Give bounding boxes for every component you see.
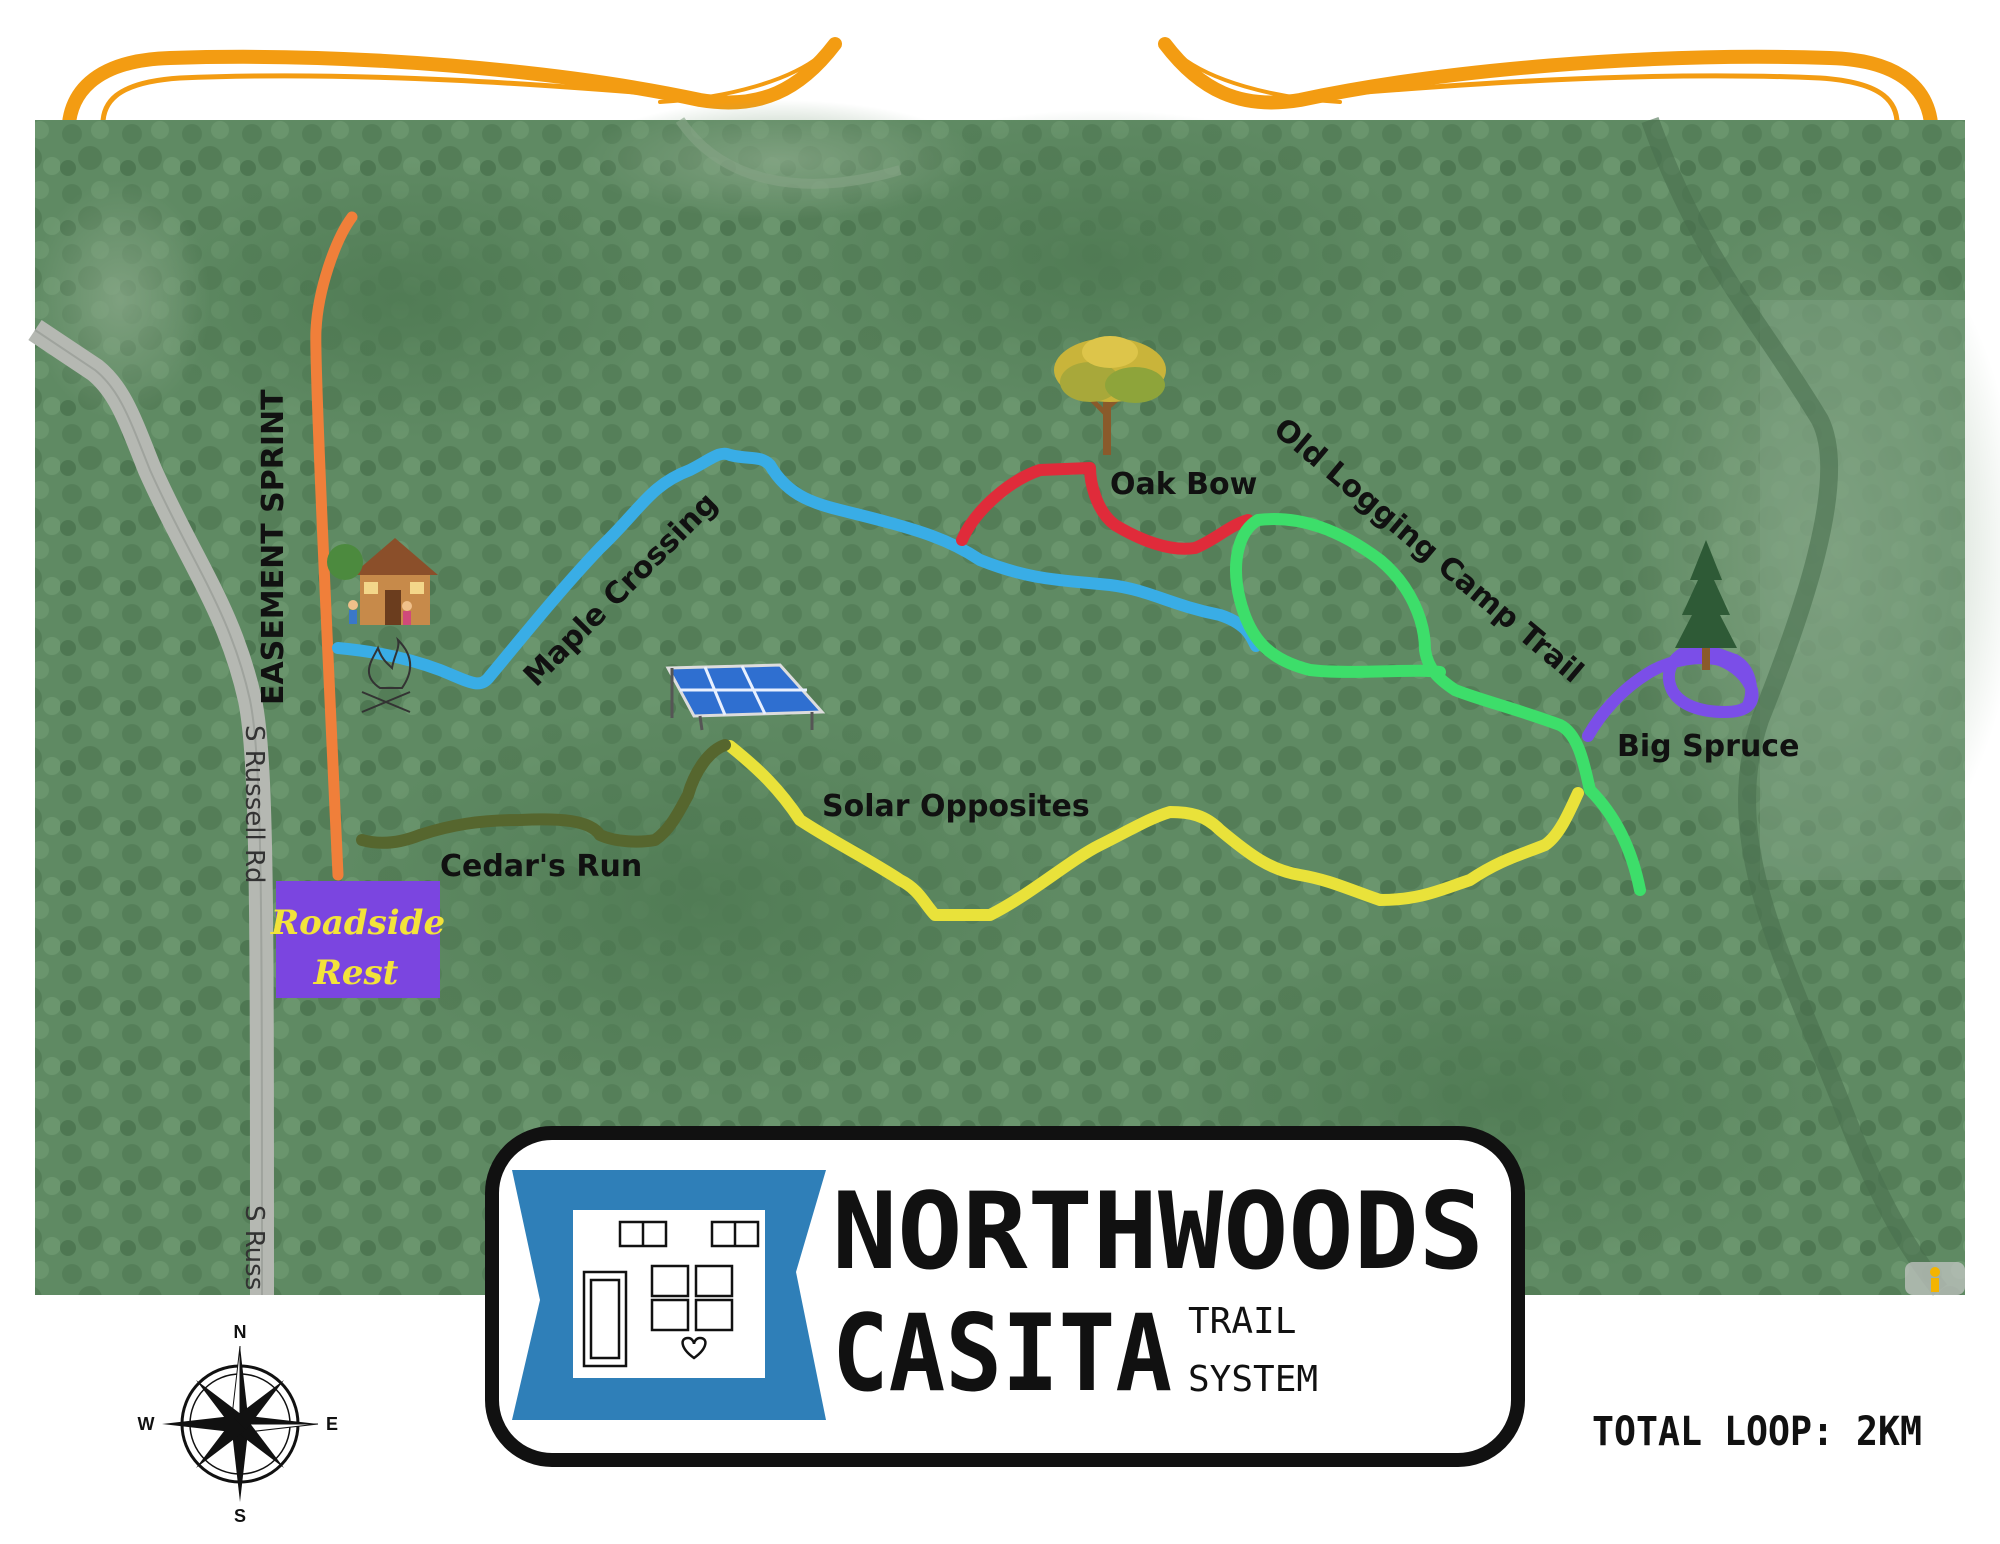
- frame-swirl-right: [1158, 37, 1939, 157]
- road-label-upper: S Russell Rd: [239, 725, 269, 884]
- spruce-tree-icon: [1675, 540, 1737, 670]
- roadside-rest-line2: Rest: [313, 953, 399, 993]
- label-solar-opposites: Solar Opposites: [822, 789, 1090, 824]
- oak-tree-icon: [1054, 336, 1166, 455]
- trail-maple-crossing[interactable]: [332, 447, 1262, 690]
- pegman-icon[interactable]: [1905, 1262, 1965, 1295]
- title-badge: NORTHWOODS CASITA TRAIL SYSTEM: [485, 1126, 1525, 1467]
- label-easement-sprint: EASEMENT SPRINT: [256, 389, 291, 705]
- roadside-rest-marker[interactable]: Roadside Rest: [270, 881, 445, 998]
- solar-panel-icon: [665, 663, 826, 731]
- label-big-spruce: Big Spruce: [1617, 729, 1799, 764]
- road-label-lower: S Russ: [239, 1205, 269, 1290]
- trail-big-spruce[interactable]: [1582, 643, 1759, 742]
- satellite-map: [30, 100, 2000, 1296]
- title-sub1: TRAIL: [1188, 1301, 1296, 1342]
- trail-easement-sprint[interactable]: [310, 211, 358, 881]
- campfire-icon: [361, 636, 412, 713]
- road: S Russell Rd S Russ: [28, 320, 274, 1296]
- cabin-icon: [327, 538, 438, 625]
- compass-w: W: [138, 1414, 155, 1434]
- label-oak-bow: Oak Bow: [1110, 467, 1257, 502]
- trail-oak-bow[interactable]: [956, 462, 1254, 555]
- compass-s: S: [234, 1506, 246, 1526]
- trail-solar-opposites[interactable]: [724, 740, 1584, 921]
- compass-rose-icon: N S W E: [138, 1322, 339, 1526]
- total-loop-label: TOTAL LOOP: 2KM: [1592, 1409, 1922, 1455]
- compass-n: N: [234, 1322, 247, 1342]
- trail-old-logging-camp[interactable]: [1230, 513, 1646, 896]
- title-line1: NORTHWOODS: [832, 1170, 1484, 1293]
- trail-cedars-run[interactable]: [356, 739, 731, 849]
- trails: [310, 211, 1759, 921]
- roadside-rest-line1: Roadside: [270, 903, 445, 943]
- title-line2: CASITA: [832, 1292, 1172, 1415]
- label-cedars-run: Cedar's Run: [440, 849, 642, 884]
- frame-swirl-left: [61, 37, 842, 157]
- title-sub2: SYSTEM: [1188, 1359, 1318, 1400]
- compass-e: E: [326, 1414, 338, 1434]
- site-plan-icon: [573, 1210, 765, 1378]
